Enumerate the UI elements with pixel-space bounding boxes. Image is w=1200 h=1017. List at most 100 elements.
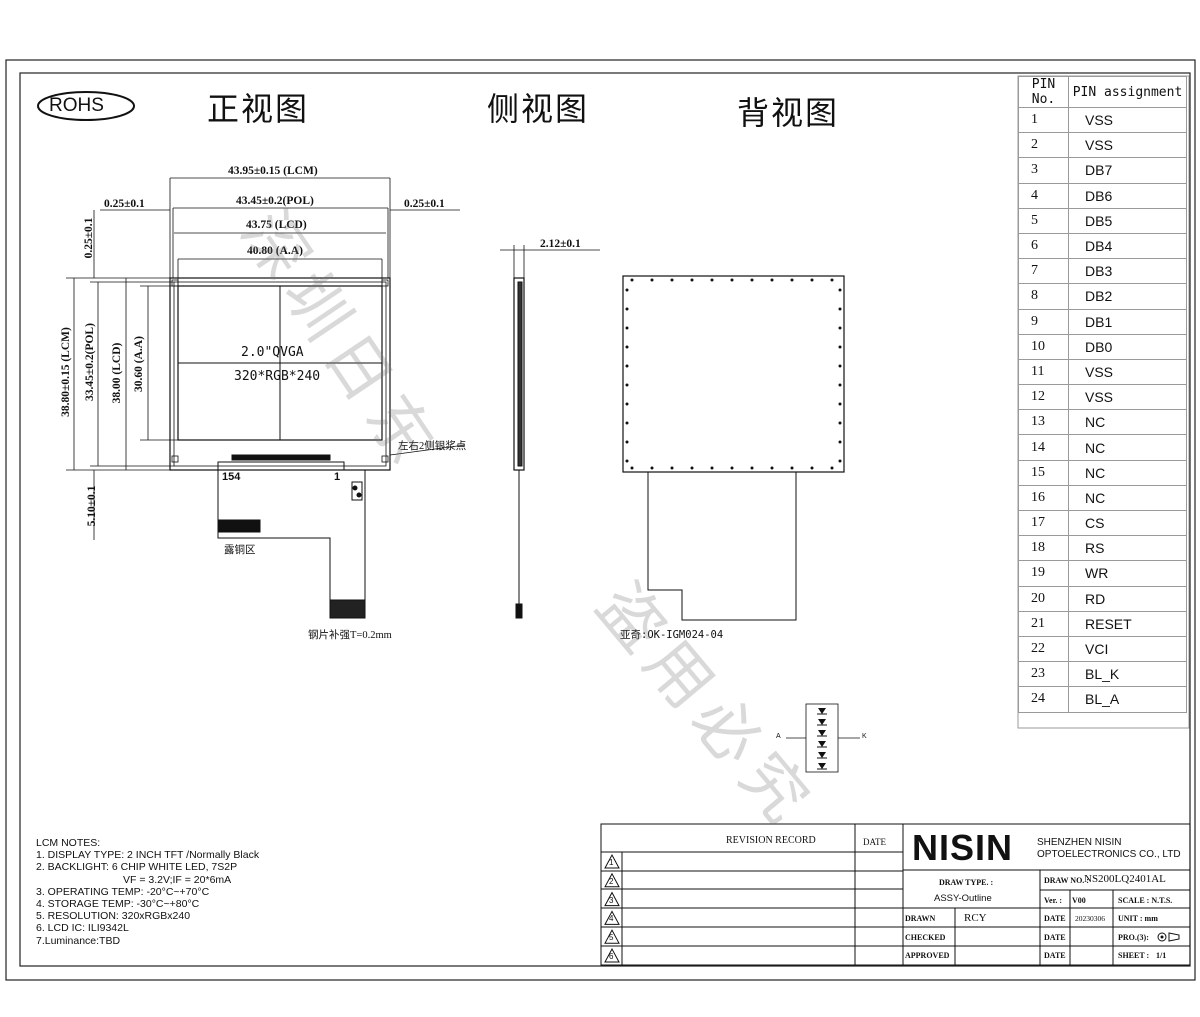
dim-pol-width: 43.45±0.2(POL)	[236, 195, 314, 207]
edge-dot	[650, 278, 654, 282]
edge-dot	[630, 466, 634, 470]
led-cathode-label: K	[862, 733, 867, 740]
front-dim-lines	[66, 177, 466, 540]
revision-record-label: REVISION RECORD	[726, 835, 816, 846]
edge-dot	[750, 278, 754, 282]
edge-dot	[730, 466, 734, 470]
pin-number: 24	[1018, 686, 1069, 713]
note-line-8: 7.Luminance:TBD	[36, 934, 121, 947]
edge-dot	[625, 459, 629, 463]
dim-pol-height: 33.45±0.2(POL)	[84, 323, 96, 401]
checked-label: CHECKED	[905, 933, 946, 942]
pin-assignment: CS	[1068, 509, 1187, 537]
dim-lcd-height: 38.00 (LCD)	[111, 342, 123, 404]
edge-dot	[625, 364, 629, 368]
pin-assignment: VSS	[1068, 384, 1187, 411]
pin-number: 10	[1018, 333, 1069, 360]
ver-value: V00	[1072, 896, 1086, 905]
dim-aa-width: 40.80 (A.A)	[247, 245, 303, 257]
pin-number: 9	[1018, 308, 1069, 335]
pin-number: 7	[1018, 258, 1069, 285]
led-diode-icon	[818, 752, 826, 758]
scale-label: SCALE : N.T.S.	[1118, 896, 1173, 905]
edge-dot	[710, 466, 714, 470]
screen-resolution-label: 320*RGB*240	[234, 369, 321, 384]
pin-number: 14	[1018, 434, 1069, 461]
title-front-view: 正视图	[207, 90, 310, 128]
revision-triangle-icon	[604, 910, 620, 925]
pin-number: 5	[1018, 207, 1069, 234]
led-schematic	[786, 703, 860, 773]
edge-dot	[838, 421, 842, 425]
note-line-3: VF = 3.2V;IF = 20*6mA	[123, 873, 232, 886]
edge-dot	[625, 440, 629, 444]
pin-assignment: NC	[1068, 459, 1187, 486]
pin-assignment: VSS	[1068, 358, 1187, 386]
edge-dot	[838, 288, 842, 292]
front-fpc	[217, 470, 366, 619]
pin-assignment: DB6	[1068, 182, 1187, 209]
drawn-label: DRAWN	[905, 914, 936, 923]
date-label-drawn: DATE	[1044, 914, 1066, 923]
pin-no-header: PIN No.	[1018, 76, 1069, 108]
dim-thickness: 2.12±0.1	[540, 238, 581, 250]
edge-dot	[838, 402, 842, 406]
draw-no-label: DRAW NO. :	[1044, 876, 1089, 885]
revision-mark: 3	[609, 895, 614, 905]
edge-dot	[790, 466, 794, 470]
unit-label: UNIT : mm	[1118, 914, 1158, 923]
back-view-outline	[622, 275, 845, 621]
outer-border	[5, 59, 1196, 981]
revision-mark: 4	[609, 914, 614, 924]
edge-dot	[650, 466, 654, 470]
date-value: 20230306	[1075, 914, 1105, 923]
pin-number: 8	[1018, 283, 1069, 310]
note-line-1: 1. DISPLAY TYPE: 2 INCH TFT /Normally Bl…	[36, 849, 260, 862]
revision-mark: 2	[609, 876, 614, 886]
edge-dot	[670, 466, 674, 470]
revision-mark: 5	[609, 933, 614, 943]
back-view-dots	[625, 278, 842, 470]
pin-assignment: VCI	[1068, 635, 1187, 663]
edge-dot	[770, 466, 774, 470]
sheet-label: SHEET :	[1118, 951, 1150, 960]
pin-assignment: VSS	[1068, 106, 1187, 134]
lcm-notes: LCM NOTES: 1. DISPLAY TYPE: 2 INCH TFT /…	[36, 837, 259, 947]
pin-assignment: NC	[1068, 409, 1187, 436]
revision-triangle-icon	[604, 872, 620, 888]
note-line-7: 6. LCD IC: ILI9342L	[36, 922, 129, 935]
pin-assignment: DB3	[1068, 258, 1187, 285]
edge-dot	[750, 466, 754, 470]
pin-assignment: WR	[1068, 560, 1187, 587]
inner-border	[19, 72, 1191, 967]
draw-type-value: ASSY-Outline	[934, 893, 992, 904]
pin-number: 12	[1018, 384, 1069, 411]
edge-dot	[625, 345, 629, 349]
pin-assignment: DB4	[1068, 232, 1187, 260]
edge-dot	[690, 466, 694, 470]
pin-assignment: VSS	[1068, 132, 1187, 159]
date-label-checked: DATE	[1044, 933, 1066, 942]
revision-date-label: DATE	[863, 837, 886, 847]
pin-154-label: 154	[222, 471, 241, 483]
led-anode-label: A	[776, 733, 781, 740]
revision-triangle-icon	[604, 947, 620, 963]
dim-top-gap: 0.25±0.1	[83, 217, 95, 259]
edge-dot	[838, 326, 842, 330]
rohs-ellipse	[37, 91, 135, 121]
pin-assignment: DB1	[1068, 308, 1187, 335]
